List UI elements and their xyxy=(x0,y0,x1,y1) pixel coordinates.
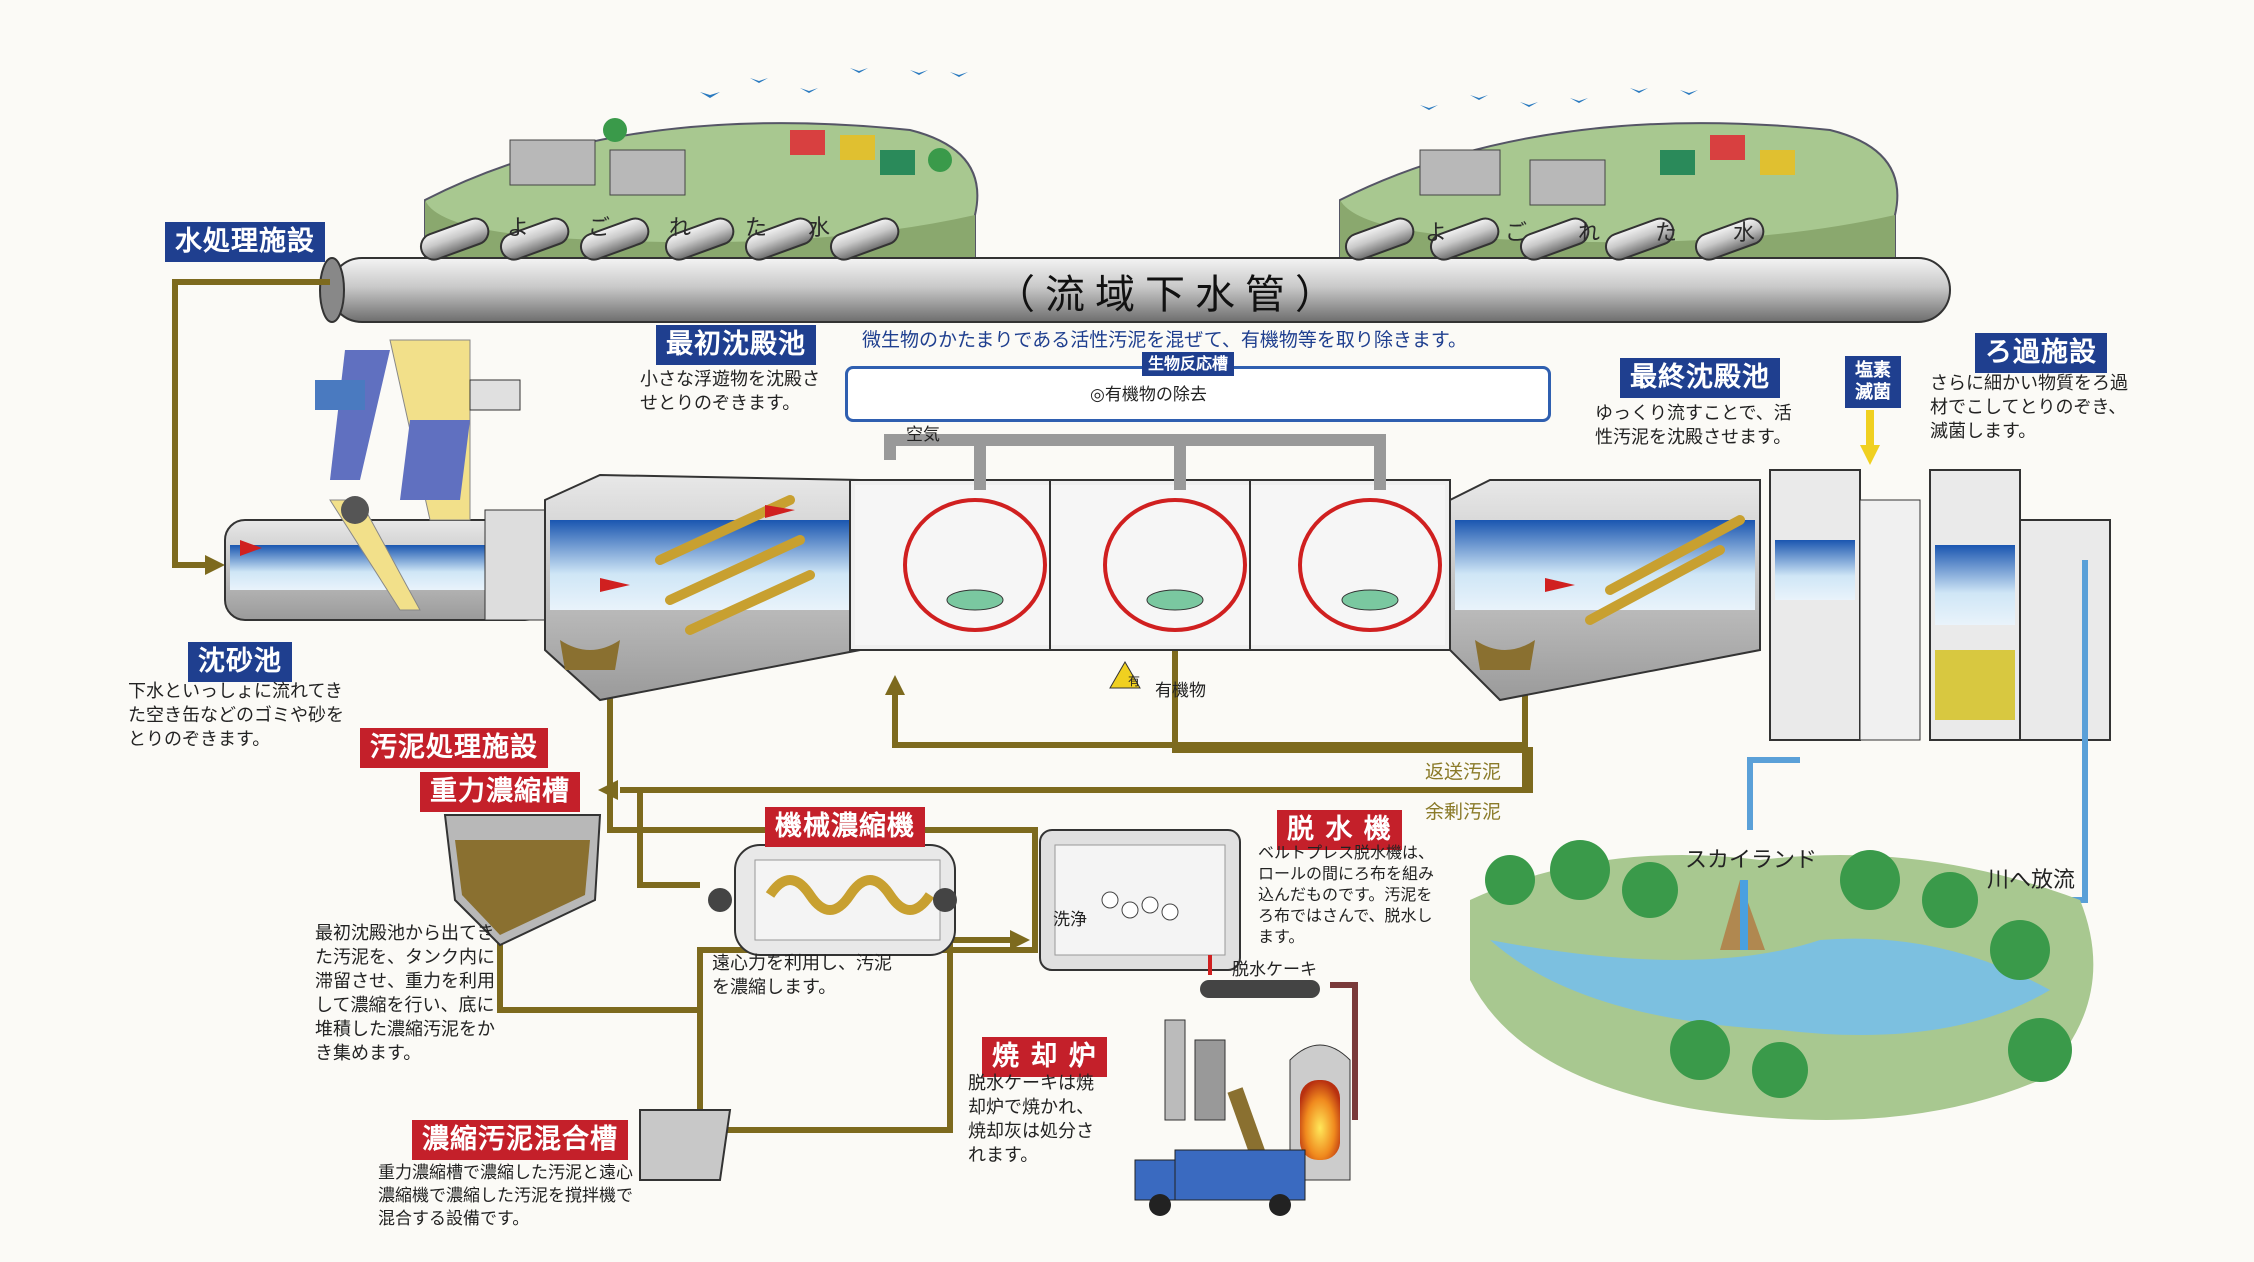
dewatering-machine-art xyxy=(1039,829,1358,1120)
incinerator-label: 焼 却 炉 xyxy=(982,1037,1107,1077)
primary-settling-tank-art xyxy=(544,473,861,702)
final-settling-tank-art xyxy=(1449,479,1761,702)
sludge-facility-label: 汚泥処理施設 xyxy=(360,728,548,768)
dewatering-desc: ベルトプレス脱水機は、ロールの間にろ布を組み込んだものです。汚泥をろ布ではさんで… xyxy=(1258,843,1435,946)
dewatering-label: 脱 水 機 xyxy=(1277,810,1402,850)
yogore-char: た xyxy=(1655,221,1678,246)
bioreactor-caption: 微生物のかたまりである活性汚泥を混ぜて、有機物等を取り除きます。 xyxy=(862,329,1467,351)
grit-chamber-desc: 下水といっしょに流れてきた空き缶などのゴミや砂をとりのぞきます。 xyxy=(128,681,344,750)
yogore-char: ご xyxy=(1505,221,1528,246)
yogore-char: よ xyxy=(507,216,530,241)
yogore-char: 水 xyxy=(1733,221,1756,246)
mixing-tank-art xyxy=(639,1109,732,1181)
gravity-thickener-label: 重力濃縮槽 xyxy=(420,772,580,812)
birds xyxy=(700,68,1698,110)
excess-sludge-label: 余剰汚泥 xyxy=(1425,801,1502,823)
skyland-park-art xyxy=(1470,840,2094,1120)
bioreactor-art xyxy=(849,434,1451,689)
grit-chamber-label: 沈砂池 xyxy=(188,642,292,682)
primary-settling-label: 最初沈殿池 xyxy=(656,325,816,365)
gravity-thickener-art xyxy=(443,814,602,947)
yogore-char: れ xyxy=(1578,221,1601,246)
filtration-tank-art xyxy=(1769,410,2111,741)
mechanical-thickener-art xyxy=(708,844,957,956)
branch-pipes xyxy=(419,217,1765,261)
main-pipe-title: （流域下水管） xyxy=(995,272,1345,318)
final-settling-label: 最終沈殿池 xyxy=(1620,358,1780,398)
flow-arrowheads xyxy=(205,555,1030,950)
gravity-thickener-desc: 最初沈殿池から出てきた汚泥を、タンク内に滞留させ、重力を利用して濃縮を行い、底に… xyxy=(315,923,495,1064)
yogore-char: た xyxy=(745,216,768,241)
bioreactor-title: 生物反応槽 xyxy=(1142,352,1235,376)
water-facility-label: 水処理施設 xyxy=(165,222,325,262)
incinerator-art xyxy=(1164,1019,1351,1181)
mixing-tank-desc: 重力濃縮槽で濃縮した汚泥と遠心濃縮機で濃縮した汚泥を撹拌機で混合する設備です。 xyxy=(378,1163,633,1229)
yogore-char: よ xyxy=(1425,221,1448,246)
truck-art xyxy=(1134,1149,1306,1216)
filtration-desc: さらに細かい物質をろ過材でこしてとりのぞき、滅菌します。 xyxy=(1930,373,2128,442)
main-sewer-pipe xyxy=(319,257,1951,323)
chlorination-label: 塩素滅菌 xyxy=(1845,356,1901,408)
sludge-lines xyxy=(172,279,1533,1133)
yogore-char: ご xyxy=(588,216,611,241)
yogore-char: 水 xyxy=(808,216,831,241)
organic-mark: 有 xyxy=(1128,674,1141,688)
mechanical-thickener-label: 機械濃縮機 xyxy=(765,807,925,847)
mixing-tank-label: 濃縮汚泥混合槽 xyxy=(412,1120,628,1160)
organic-label: 有機物 xyxy=(1155,681,1206,701)
mechanical-thickener-desc: 遠心力を利用し、汚泥を濃縮します。 xyxy=(712,953,892,998)
final-settling-desc: ゆっくり流すことで、活性汚泥を沈殿させます。 xyxy=(1595,403,1792,448)
skyland-label: スカイランド xyxy=(1685,848,1818,873)
yogore-char: れ xyxy=(669,216,692,241)
grit-chamber-art xyxy=(224,339,546,621)
river-discharge-label: 川へ放流 xyxy=(1987,868,2076,893)
dewatered-cake-label: 脱水ケーキ xyxy=(1232,960,1317,980)
return-sludge-label: 返送汚泥 xyxy=(1425,761,1502,783)
incinerator-desc: 脱水ケーキは焼却炉で焼かれ、焼却灰は処分されます。 xyxy=(968,1073,1095,1166)
bioreactor-content: ◎有機物の除去 xyxy=(1090,385,1207,405)
primary-settling-desc: 小さな浮遊物を沈殿させとりのぞきます。 xyxy=(640,369,820,414)
filtration-label: ろ過施設 xyxy=(1975,333,2107,373)
wash-label: 洗浄 xyxy=(1053,910,1087,930)
air-label: 空気 xyxy=(906,425,940,445)
